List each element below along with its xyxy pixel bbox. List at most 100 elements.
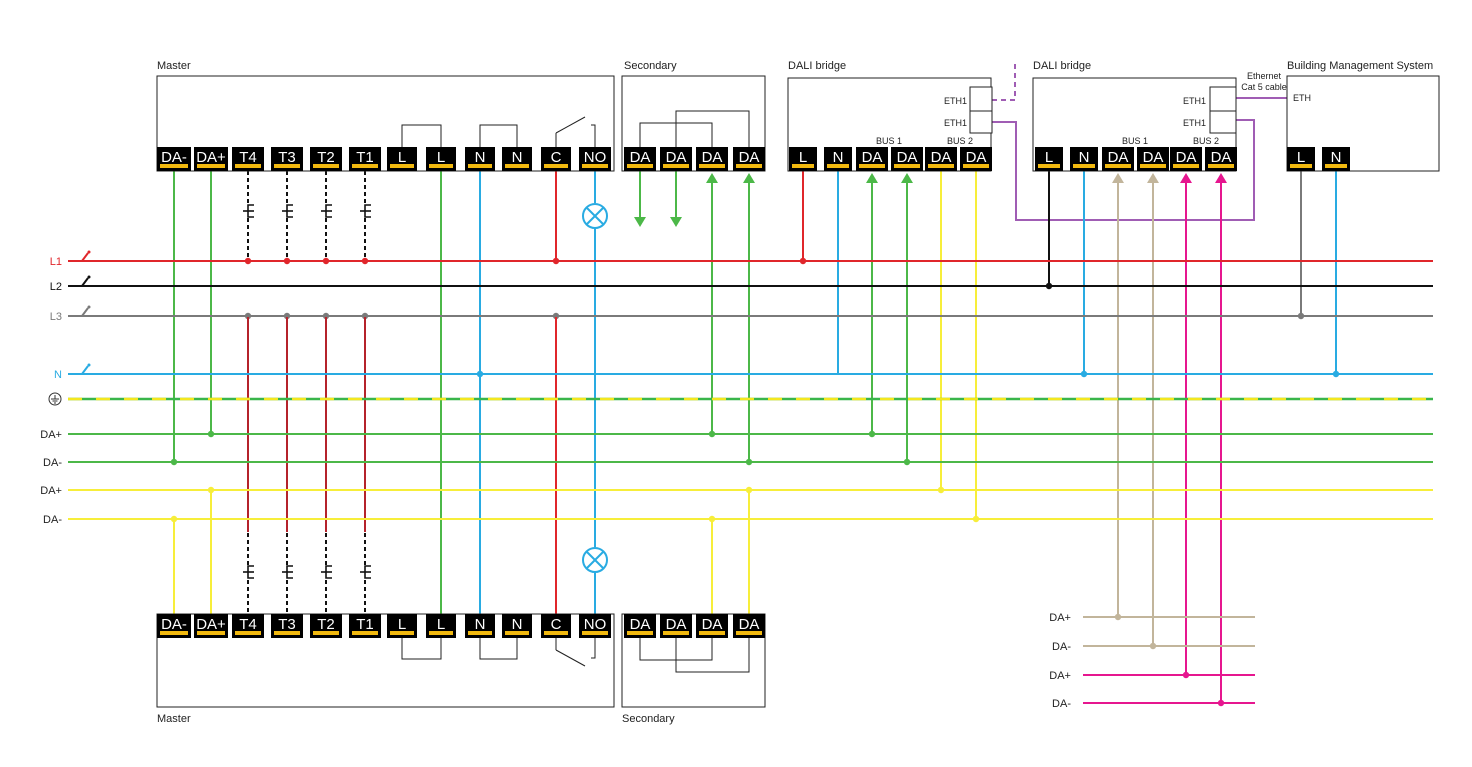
jumper <box>401 124 442 147</box>
terminal-bar <box>627 164 653 168</box>
terminal-bar <box>627 631 653 635</box>
terminal-bar <box>544 631 568 635</box>
terminal-bar <box>1073 164 1095 168</box>
terminal-label: T3 <box>278 149 296 166</box>
terminal-label: DA <box>630 149 651 166</box>
terminal-bar <box>313 631 339 635</box>
secondary-bottom-title: Secondary <box>622 713 675 725</box>
terminal-label: DA <box>897 149 918 166</box>
bus-output-label: DA- <box>1052 641 1071 653</box>
rail-label: N <box>54 369 62 381</box>
rail-switch-tip <box>87 363 91 367</box>
terminal-label: N <box>512 616 523 633</box>
terminal-bar <box>1140 164 1166 168</box>
terminal-bar <box>699 164 725 168</box>
terminal-label: T2 <box>317 616 335 633</box>
terminal-bar <box>827 164 849 168</box>
terminal-label: NO <box>584 616 607 633</box>
rail-label: L1 <box>50 256 62 268</box>
terminal-bar <box>1325 164 1347 168</box>
terminal-label: DA <box>1176 149 1197 166</box>
terminal-label: L <box>398 616 406 633</box>
bus-output-label: DA- <box>1052 698 1071 710</box>
terminal-bar <box>663 631 689 635</box>
terminal-label: T4 <box>239 616 257 633</box>
terminal-label: DA <box>1211 149 1232 166</box>
secondary-bottom-box <box>621 613 766 708</box>
terminal-bar <box>160 164 188 168</box>
terminal-bar <box>197 631 225 635</box>
terminal-bar <box>235 164 261 168</box>
terminal-bar <box>1105 164 1131 168</box>
terminal-bar <box>736 631 762 635</box>
eth-port <box>1209 86 1237 112</box>
terminal-bar <box>313 164 339 168</box>
terminal-label: L <box>437 616 445 633</box>
dali-bridge-2-title: DALI bridge <box>1033 60 1091 72</box>
terminal-label: L <box>1297 149 1305 166</box>
jumper <box>479 124 518 147</box>
terminal-label: DA <box>862 149 883 166</box>
terminal-bar <box>197 164 225 168</box>
terminal-label: N <box>512 149 523 166</box>
rail-switch-icon <box>68 307 89 317</box>
cable-note: Cat 5 cable <box>1241 82 1287 92</box>
terminal-label: N <box>475 616 486 633</box>
terminal-bar <box>352 631 378 635</box>
rail-switch-tip <box>87 305 91 309</box>
eth-port-label: ETH1 <box>1183 118 1206 128</box>
terminal-bar <box>160 631 188 635</box>
master-top-title: Master <box>157 60 191 72</box>
terminal-label: L <box>799 149 807 166</box>
rail-label: DA+ <box>40 485 62 497</box>
terminal-bar <box>1173 164 1199 168</box>
rails-layer <box>68 250 1433 704</box>
terminal-label: DA <box>1108 149 1129 166</box>
terminal-bar <box>505 164 529 168</box>
terminal-label: T2 <box>317 149 335 166</box>
secondary-top-title: Secondary <box>624 60 677 72</box>
ethernet-dashed <box>992 60 1016 101</box>
lamp-icon-cross <box>586 207 604 225</box>
rail-switch-icon <box>68 252 89 262</box>
terminal-bar <box>390 631 414 635</box>
terminal-label: N <box>833 149 844 166</box>
terminal-label: DA <box>702 616 723 633</box>
terminal-label: T4 <box>239 149 257 166</box>
bus-label: BUS 1 <box>876 136 902 146</box>
terminal-bar <box>468 631 492 635</box>
bus-output-label: DA+ <box>1049 612 1071 624</box>
bus-output-label: DA+ <box>1049 670 1071 682</box>
rail-label: L2 <box>50 281 62 293</box>
terminal-label: L <box>398 149 406 166</box>
terminal-bar <box>274 164 300 168</box>
rail-switch-icon <box>68 277 89 287</box>
terminal-bar <box>505 631 529 635</box>
labels-layer: L1L2L3NDA+DA-DA+DA-DA+DA-DA+DA-MasterMas… <box>40 60 1433 725</box>
terminal-bar <box>390 164 414 168</box>
terminal-label: L <box>437 149 445 166</box>
secondary-top-box <box>621 75 766 172</box>
terminal-label: T3 <box>278 616 296 633</box>
bms-port-label: ETH <box>1293 93 1311 103</box>
terminal-label: DA <box>666 149 687 166</box>
rail-label: DA- <box>43 457 62 469</box>
terminal-label: N <box>1079 149 1090 166</box>
terminal-bar <box>1038 164 1060 168</box>
lamp-icon-cross <box>586 551 604 569</box>
terminal-bar <box>963 164 989 168</box>
terminal-label: DA- <box>161 149 187 166</box>
rail-switch-tip <box>87 250 91 254</box>
rail-label: DA+ <box>40 429 62 441</box>
terminal-bar <box>736 164 762 168</box>
terminal-bar <box>235 631 261 635</box>
relay-contact <box>591 638 596 659</box>
terminal-label: T1 <box>356 149 374 166</box>
terminal-label: DA <box>966 149 987 166</box>
terminal-bar <box>792 164 814 168</box>
terminal-bar <box>894 164 920 168</box>
eth-port <box>969 110 993 134</box>
rail-label: L3 <box>50 311 62 323</box>
terminal-bar <box>1208 164 1234 168</box>
